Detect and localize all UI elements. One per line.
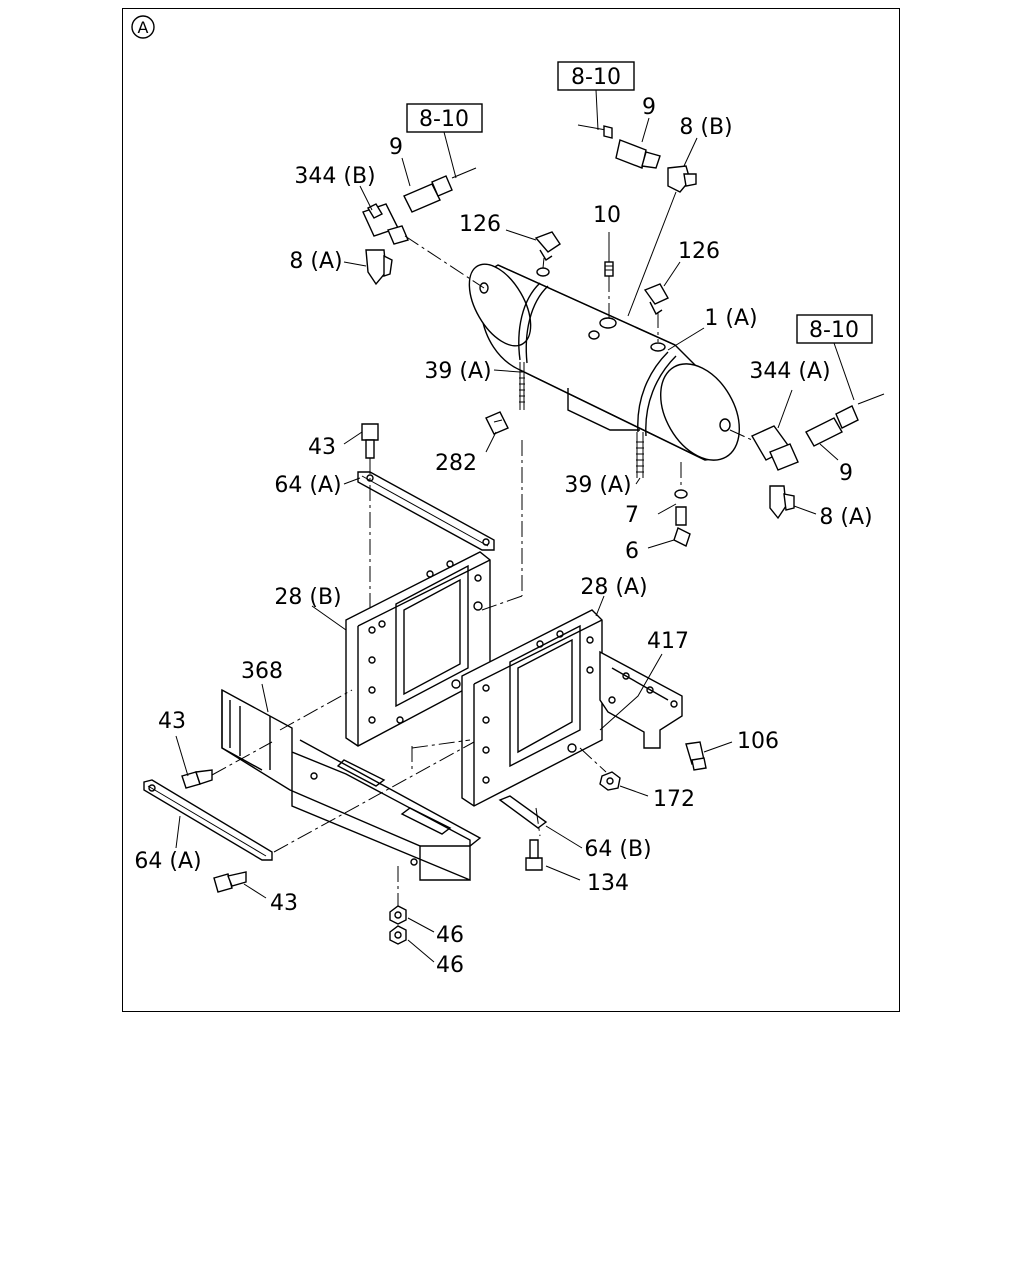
assembly-center-lines — [273, 440, 607, 906]
label-64a-top: 64 (A) — [274, 473, 341, 498]
elbow-126-left — [534, 231, 561, 269]
svg-text:8-10: 8-10 — [571, 65, 621, 90]
bracket-28b — [345, 551, 491, 747]
label-64a-bottom: 64 (A) — [134, 849, 201, 874]
nut-46-b — [389, 925, 407, 945]
bolt-106 — [685, 741, 707, 771]
label-134: 134 — [587, 871, 629, 896]
bolt-43-top — [361, 423, 379, 612]
valve-assembly-right — [729, 393, 885, 520]
label-43-top: 43 — [308, 435, 336, 460]
part-labels: 9 344 (B) 8 (A) 126 10 9 8 (B) 126 1 (A)… — [134, 95, 872, 978]
svg-text:8-10: 8-10 — [809, 318, 859, 343]
label-43-mid: 43 — [158, 709, 186, 734]
base-plate-368 — [221, 688, 482, 882]
label-8a-left: 8 (A) — [289, 249, 342, 274]
label-46-b: 46 — [436, 953, 464, 978]
label-417: 417 — [647, 629, 689, 654]
drain-valve-6 — [673, 462, 691, 547]
label-28b: 28 (B) — [274, 585, 341, 610]
label-8a-right: 8 (A) — [819, 505, 872, 530]
label-64b: 64 (B) — [584, 837, 651, 862]
nut-172 — [599, 771, 621, 791]
label-106: 106 — [737, 729, 779, 754]
clip-282 — [485, 411, 509, 435]
bolt-43-mid — [181, 741, 273, 789]
air-tank — [468, 263, 740, 461]
leader-lines — [175, 89, 855, 963]
ref-box-left: 8-10 — [406, 103, 483, 133]
label-9-left: 9 — [389, 135, 403, 160]
elbow-126-right — [643, 283, 669, 342]
label-39a-right: 39 (A) — [564, 473, 631, 498]
label-9-right: 9 — [839, 461, 853, 486]
plug-10 — [604, 261, 614, 318]
ref-box-right: 8-10 — [796, 314, 873, 344]
label-282: 282 — [435, 451, 477, 476]
ref-box-top: 8-10 — [557, 61, 635, 91]
bracket-28a — [451, 609, 603, 807]
bracket-417 — [599, 650, 683, 749]
label-126-left: 126 — [459, 212, 501, 237]
nut-46-a — [389, 905, 407, 925]
label-10: 10 — [593, 203, 621, 228]
label-344a: 344 (A) — [749, 359, 830, 384]
label-39a-left: 39 (A) — [424, 359, 491, 384]
svg-text:8-10: 8-10 — [419, 107, 469, 132]
strap-64a-bottom — [143, 779, 273, 861]
u-bolt-threads — [519, 362, 644, 478]
strap-64b — [498, 795, 548, 829]
label-1a: 1 (A) — [704, 306, 757, 331]
label-8b: 8 (B) — [679, 115, 732, 140]
label-7: 7 — [625, 503, 639, 528]
valve-assembly-left — [362, 167, 485, 289]
label-172: 172 — [653, 787, 695, 812]
label-43-bottom: 43 — [270, 891, 298, 916]
label-344b: 344 (B) — [294, 164, 375, 189]
label-126-right: 126 — [678, 239, 720, 264]
diagram-frame — [122, 8, 900, 1012]
label-46-a: 46 — [436, 923, 464, 948]
label-9-top: 9 — [642, 95, 656, 120]
strap-64a-top — [357, 471, 495, 551]
bolt-134 — [525, 839, 543, 871]
valve-assembly-top — [577, 124, 697, 317]
label-6: 6 — [625, 539, 639, 564]
view-marker: A — [131, 15, 155, 39]
bolt-43-bottom — [213, 871, 247, 893]
label-368: 368 — [241, 659, 283, 684]
label-28a: 28 (A) — [580, 575, 647, 600]
svg-text:A: A — [138, 18, 149, 37]
